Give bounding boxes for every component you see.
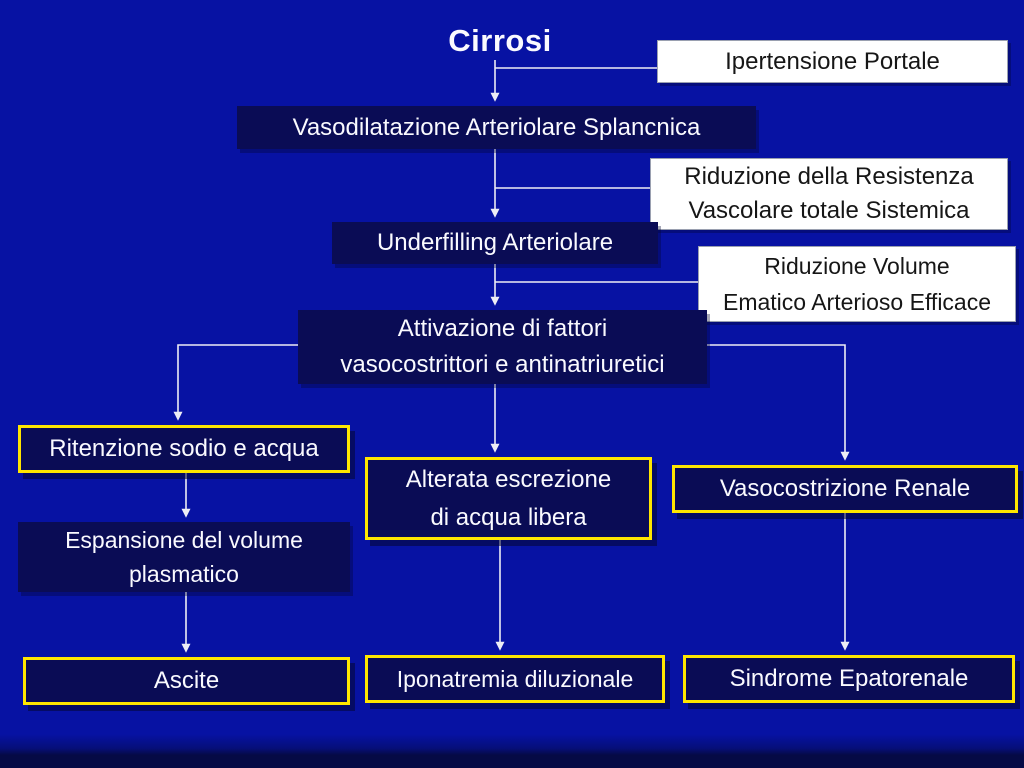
node-ipertensione-portale: Ipertensione Portale [657,40,1008,83]
slide-title: Cirrosi [448,23,552,58]
edge-attivazione-ritenzione [173,344,298,421]
node-espansione-volume-plasmatico: Espansione del volume plasmatico [18,522,350,592]
node-ascite: Ascite [23,657,350,705]
node-vasocostrizione-renale: Vasocostrizione Renale [672,465,1018,513]
node-underfilling-arteriolare: Underfilling Arteriolare [332,222,658,264]
node-vasodilatazione-arteriolare-splancnica: Vasodilatazione Arteriolare Splancnica [237,106,756,149]
node-attivazione-fattori: Attivazione di fattori vasocostrittori e… [298,310,707,384]
node-riduzione-volume-ematico: Riduzione Volume Ematico Arterioso Effic… [698,246,1016,322]
node-iponatremia-diluzionale: Iponatremia diluzionale [365,655,665,703]
node-riduzione-resistenza-vascolare: Riduzione della Resistenza Vascolare tot… [650,158,1008,230]
slide-bottom-shadow [0,734,1024,768]
edge-attivazione-vasocostrizione [707,344,850,461]
node-sindrome-epatorenale: Sindrome Epatorenale [683,655,1015,703]
node-alterata-escrezione: Alterata escrezione di acqua libera [365,457,652,540]
node-ritenzione-sodio-acqua: Ritenzione sodio e acqua [18,425,350,473]
